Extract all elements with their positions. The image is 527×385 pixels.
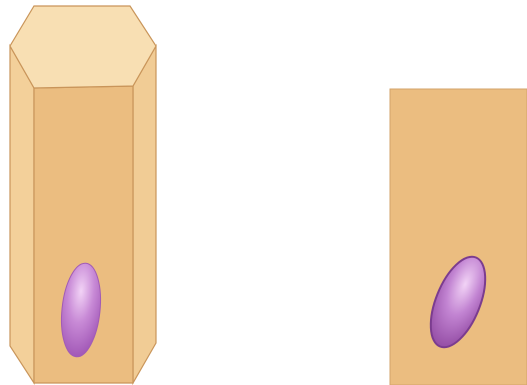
- columnar-cell: [10, 6, 156, 383]
- cell-cross-section: [390, 89, 527, 385]
- cell-left-side-face: [10, 46, 34, 383]
- cell-right-side-face: [133, 46, 156, 383]
- cell-top-face: [10, 6, 156, 88]
